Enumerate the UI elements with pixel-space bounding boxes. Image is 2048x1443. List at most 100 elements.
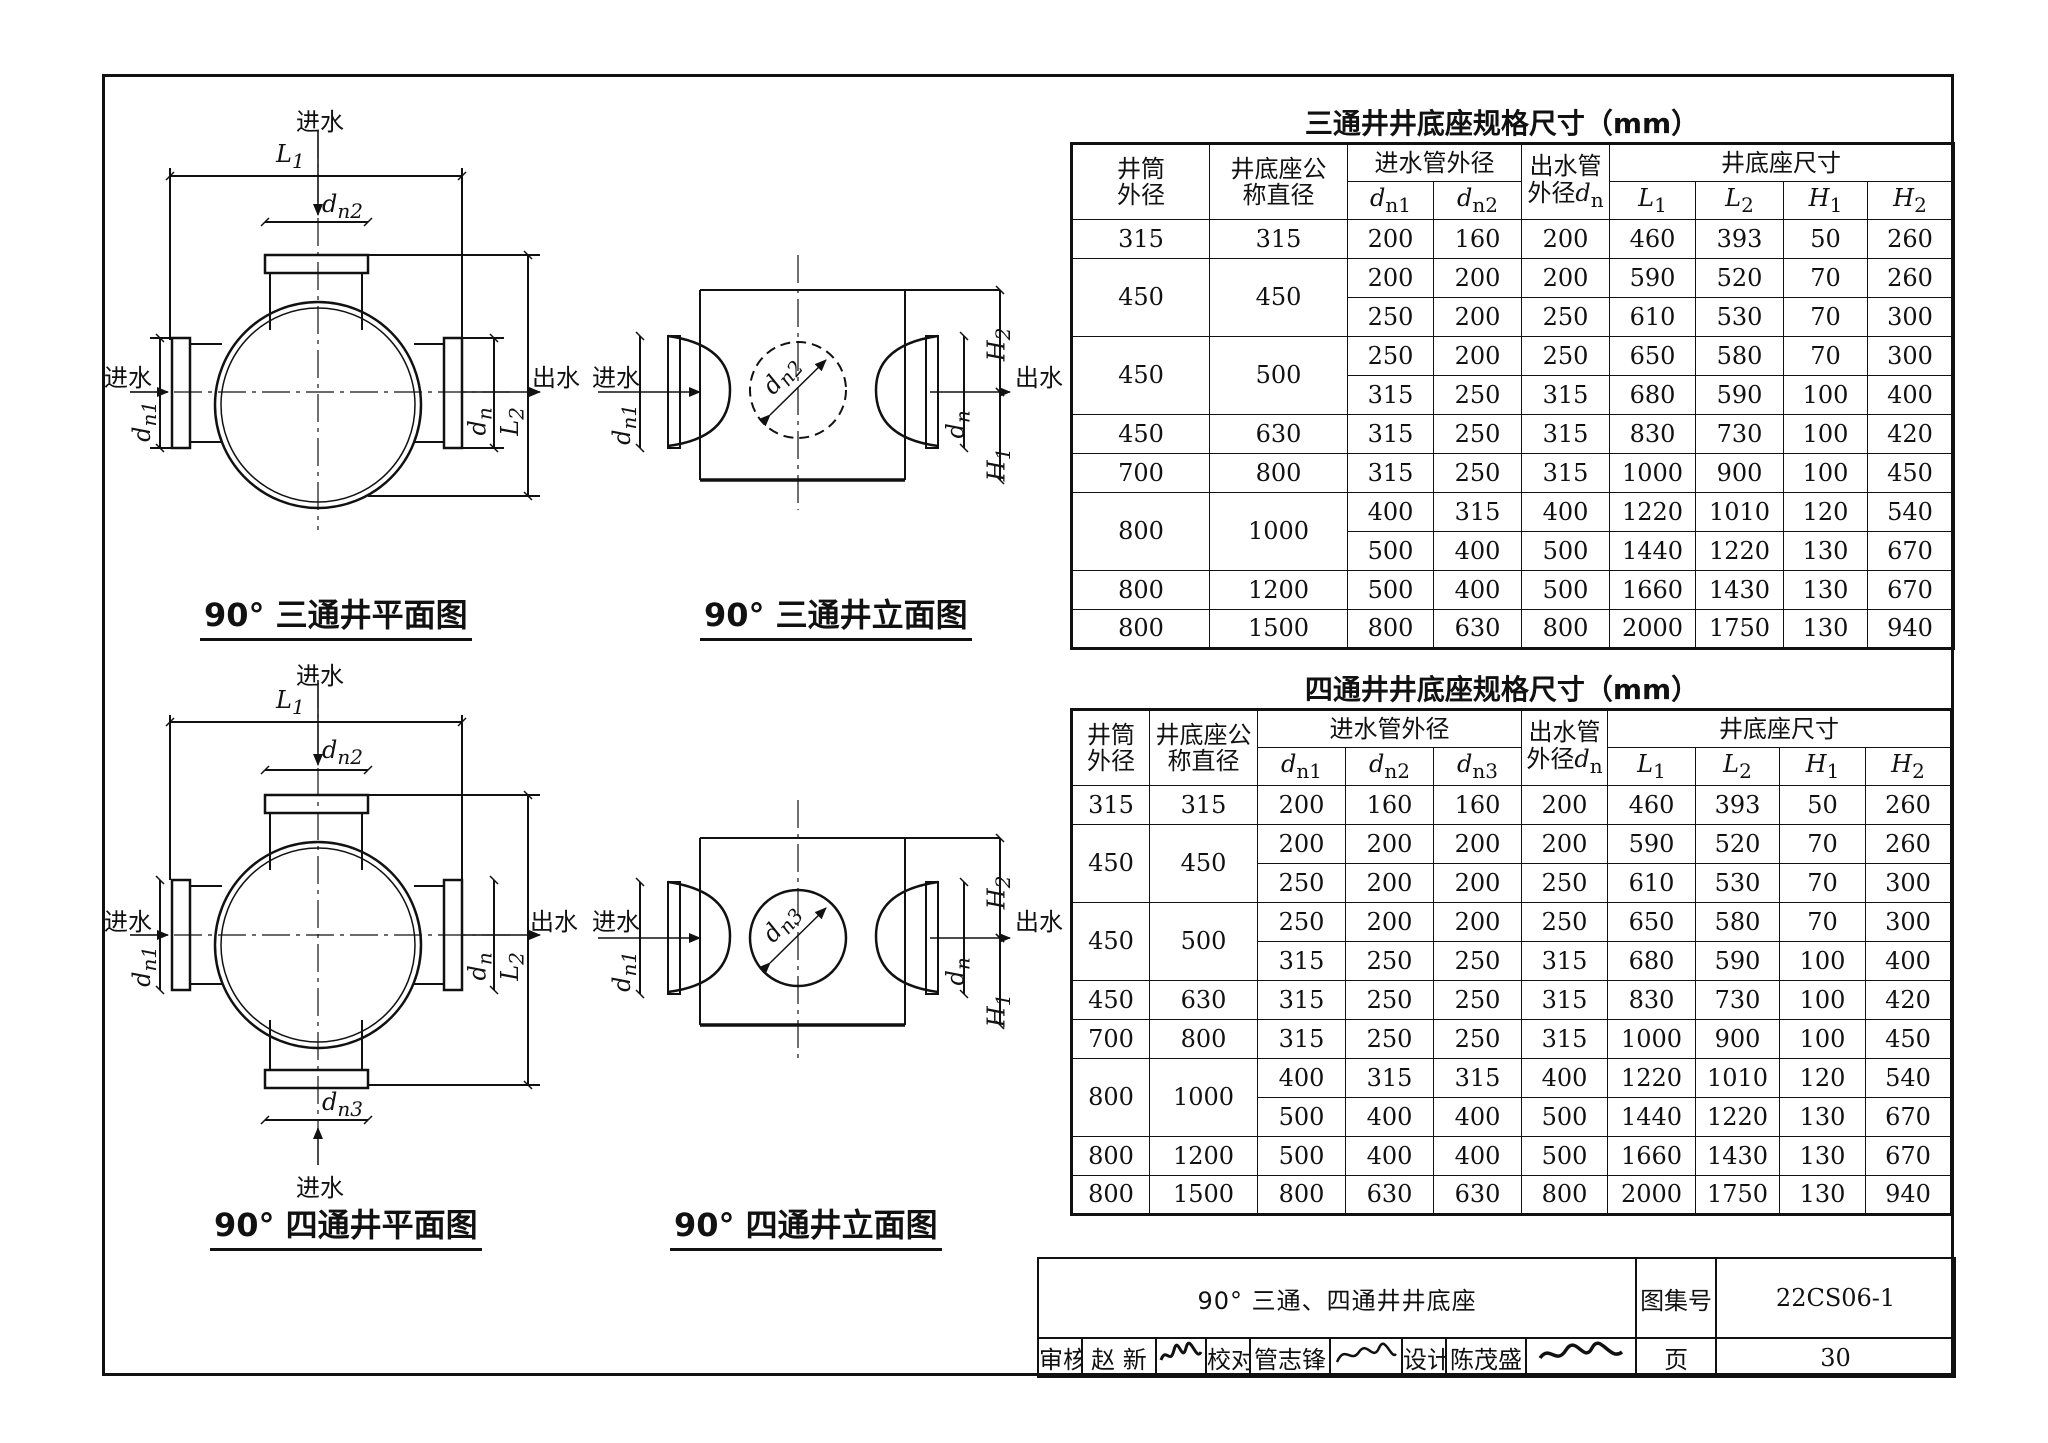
cell-shaft-od: 800 (1071, 1175, 1150, 1215)
cell-value: 200 (1433, 258, 1522, 298)
cell-value: 1440 (1607, 1097, 1697, 1137)
cell-value: 530 (1695, 863, 1781, 903)
cell-base-nominal: 1500 (1209, 609, 1348, 649)
header-outlet-od: 出水管外径dn (1521, 143, 1610, 220)
cell-shaft-od: 700 (1071, 453, 1210, 493)
drawing-title: 90° 三通、四通井井底座 (1036, 1257, 1638, 1339)
dn2-label: dn2 (322, 736, 363, 769)
reviewer-name: 赵 新 (1081, 1337, 1157, 1378)
l2-label: L2 (495, 407, 529, 436)
header-l2: L2 (1695, 747, 1781, 786)
cell-value: 670 (1865, 1097, 1953, 1137)
header-base-nominal: 井底座公称直径 (1209, 143, 1348, 220)
cell-value: 315 (1257, 980, 1346, 1020)
cell-value: 1000 (1609, 453, 1696, 493)
inlet-label: 进水 (592, 364, 640, 392)
cell-value: 450 (1865, 1019, 1953, 1059)
h1-label: H1 (982, 993, 1016, 1028)
cell-value: 1220 (1695, 1097, 1781, 1137)
cell-value: 590 (1607, 824, 1697, 864)
cell-value: 400 (1347, 492, 1434, 532)
header-dn1: dn1 (1347, 181, 1434, 220)
outlet-label: 出水 (1015, 364, 1063, 392)
dn1-label: dn1 (128, 400, 161, 442)
cell-shaft-od: 800 (1071, 1136, 1150, 1176)
dn1-label: dn1 (128, 945, 161, 987)
cell-base-nominal: 1500 (1149, 1175, 1258, 1215)
cell-base-nominal: 500 (1149, 902, 1258, 981)
cross-elevation-drawing (598, 800, 1011, 1060)
cell-value: 315 (1521, 375, 1610, 415)
cell-value: 315 (1521, 414, 1610, 454)
cell-value: 1660 (1609, 570, 1696, 610)
dn-label: dn (463, 952, 497, 981)
cell-value: 500 (1521, 1097, 1609, 1137)
cell-value: 130 (1783, 531, 1868, 571)
cell-value: 1750 (1695, 1175, 1781, 1215)
cell-value: 393 (1695, 785, 1781, 825)
cell-value: 200 (1345, 824, 1434, 864)
dn-label: dn (941, 957, 975, 986)
cell-value: 800 (1521, 609, 1610, 649)
cell-value: 900 (1695, 1019, 1781, 1059)
cell-value: 70 (1783, 297, 1868, 337)
cell-value: 315 (1345, 1058, 1434, 1098)
cell-value: 200 (1432, 824, 1523, 864)
cell-value: 250 (1347, 297, 1434, 337)
cell-value: 630 (1433, 609, 1522, 649)
cell-value: 650 (1609, 336, 1696, 376)
cell-value: 315 (1433, 492, 1522, 532)
cell-value: 420 (1865, 980, 1953, 1020)
cell-value: 250 (1345, 980, 1434, 1020)
cell-value: 315 (1432, 1058, 1523, 1098)
cell-value: 650 (1607, 902, 1697, 942)
cell-value: 1220 (1609, 492, 1696, 532)
review-label: 审核 (1037, 1337, 1083, 1378)
cell-value: 315 (1347, 453, 1434, 493)
cell-value: 630 (1432, 1175, 1523, 1215)
cell-value: 315 (1257, 941, 1346, 981)
cell-value: 940 (1867, 609, 1954, 649)
cell-value: 420 (1867, 414, 1954, 454)
cell-value: 100 (1779, 980, 1867, 1020)
cell-value: 200 (1347, 219, 1434, 259)
cell-value: 580 (1695, 902, 1781, 942)
cell-value: 50 (1783, 219, 1868, 259)
cell-value: 400 (1433, 531, 1522, 571)
cell-value: 315 (1521, 980, 1609, 1020)
cell-value: 610 (1607, 863, 1697, 903)
cell-value: 900 (1695, 453, 1784, 493)
cell-value: 200 (1521, 824, 1609, 864)
cell-value: 1660 (1607, 1136, 1697, 1176)
header-inlet-od: 进水管外径 (1256, 709, 1523, 748)
cell-value: 250 (1257, 902, 1346, 942)
cell-shaft-od: 450 (1071, 980, 1150, 1020)
h1-label: H1 (982, 447, 1016, 482)
cell-value: 260 (1867, 219, 1954, 259)
cell-value: 400 (1867, 375, 1954, 415)
cell-value: 500 (1521, 570, 1610, 610)
cell-value: 160 (1432, 785, 1523, 825)
header-dn3: dn3 (1432, 747, 1523, 786)
cell-value: 250 (1433, 375, 1522, 415)
cross-plan-drawing (130, 680, 541, 1165)
table-cross: 井筒外径 井底座公称直径 进水管外径 出水管外径dn 井底座尺寸 dn1 dn2… (1070, 708, 1954, 1216)
cell-shaft-od: 450 (1071, 336, 1210, 415)
dn2-label: dn2 (322, 190, 363, 223)
cell-value: 200 (1345, 863, 1434, 903)
cell-value: 315 (1347, 375, 1434, 415)
cell-value: 1010 (1695, 1058, 1781, 1098)
cell-value: 400 (1257, 1058, 1346, 1098)
cell-value: 200 (1257, 785, 1346, 825)
cell-value: 940 (1865, 1175, 1953, 1215)
